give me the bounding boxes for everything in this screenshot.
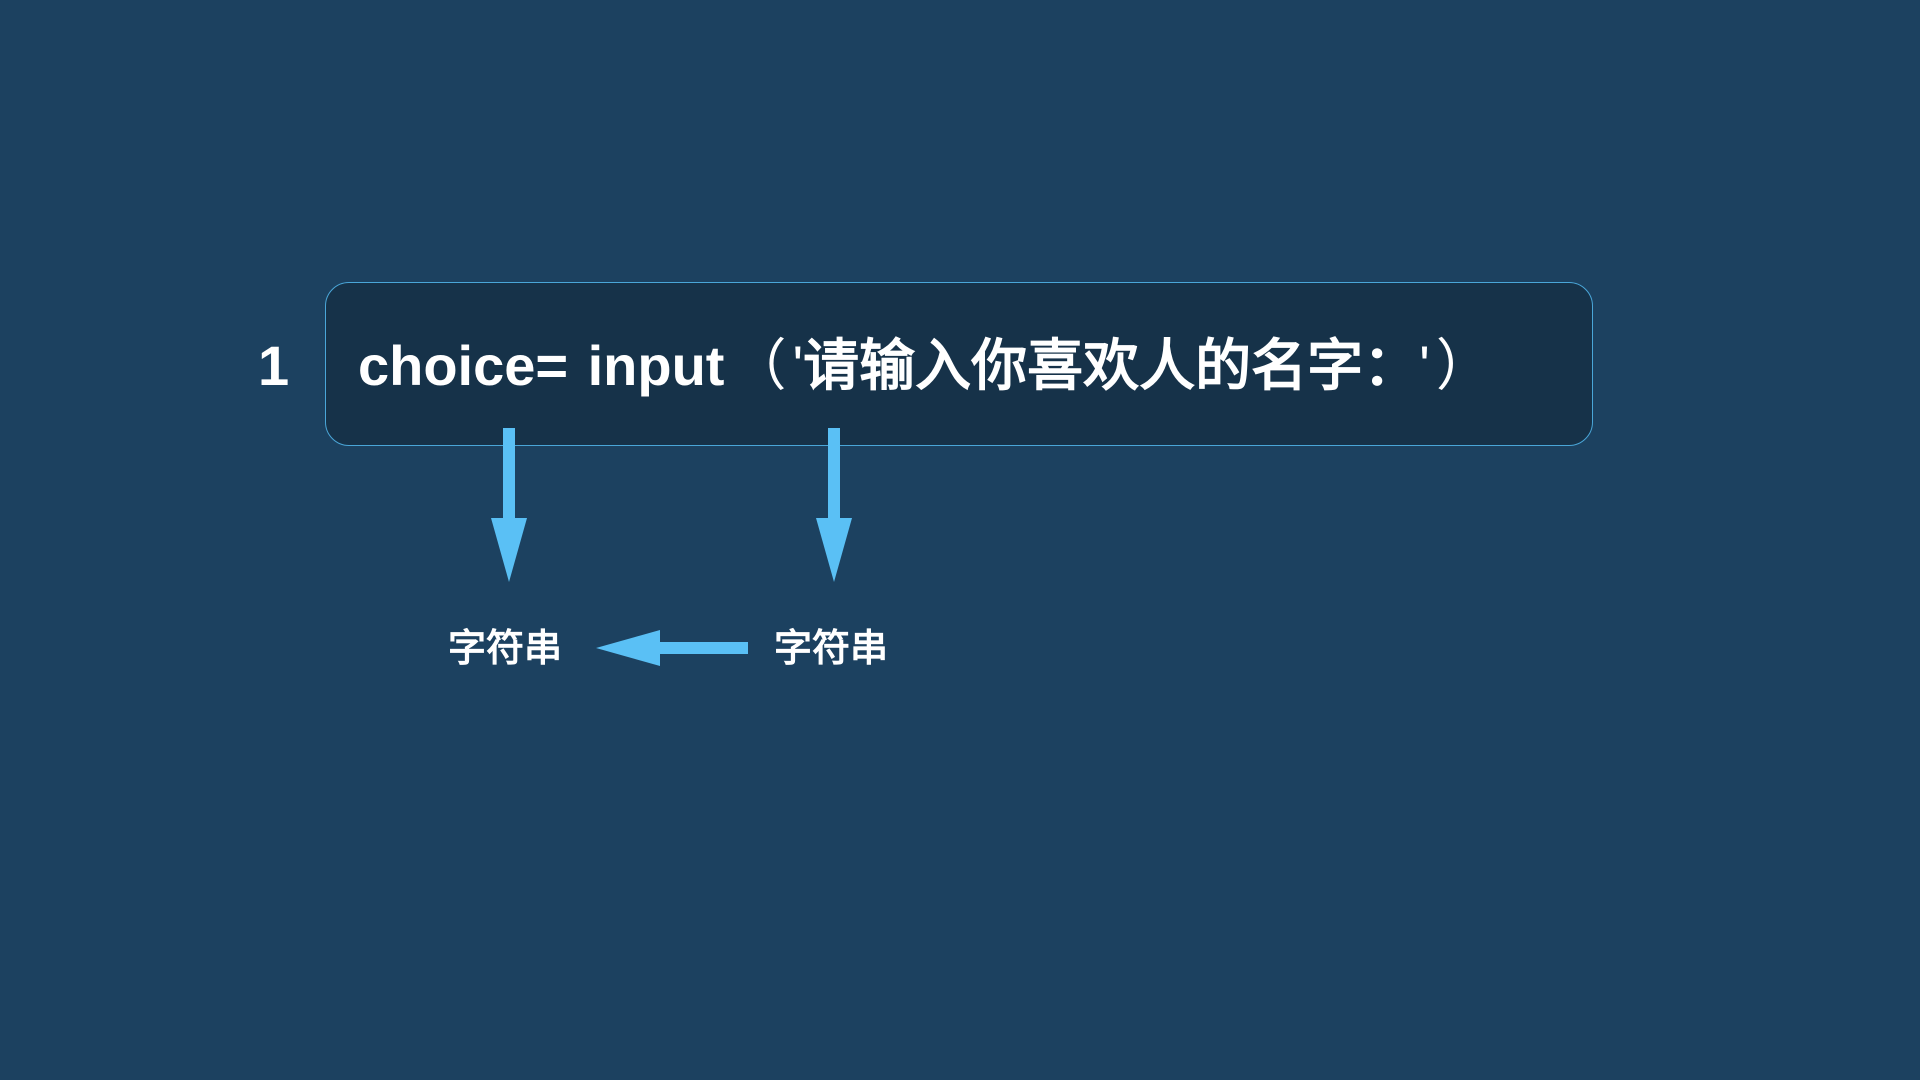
arrow-left-horizontal	[596, 630, 748, 666]
left-type-label: 字符串	[448, 626, 563, 670]
code-close-quote: '	[1419, 334, 1430, 397]
code-open-paren: （	[730, 334, 787, 399]
arrow-down-right	[816, 428, 852, 582]
code-line: choice= input（'请输入你喜欢人的名字：'）	[358, 330, 1498, 403]
arrow-down-left	[491, 428, 527, 582]
line-number: 1	[258, 334, 290, 397]
code-prompt-string: 请输入你喜欢人的名字：	[803, 334, 1420, 399]
code-box	[325, 282, 1593, 446]
code-variable: choice=	[358, 334, 569, 397]
code-close-paren: ）	[1435, 334, 1492, 399]
code-function: input	[587, 334, 725, 397]
right-type-label: 字符串	[774, 626, 889, 670]
code-open-quote: '	[792, 334, 804, 397]
